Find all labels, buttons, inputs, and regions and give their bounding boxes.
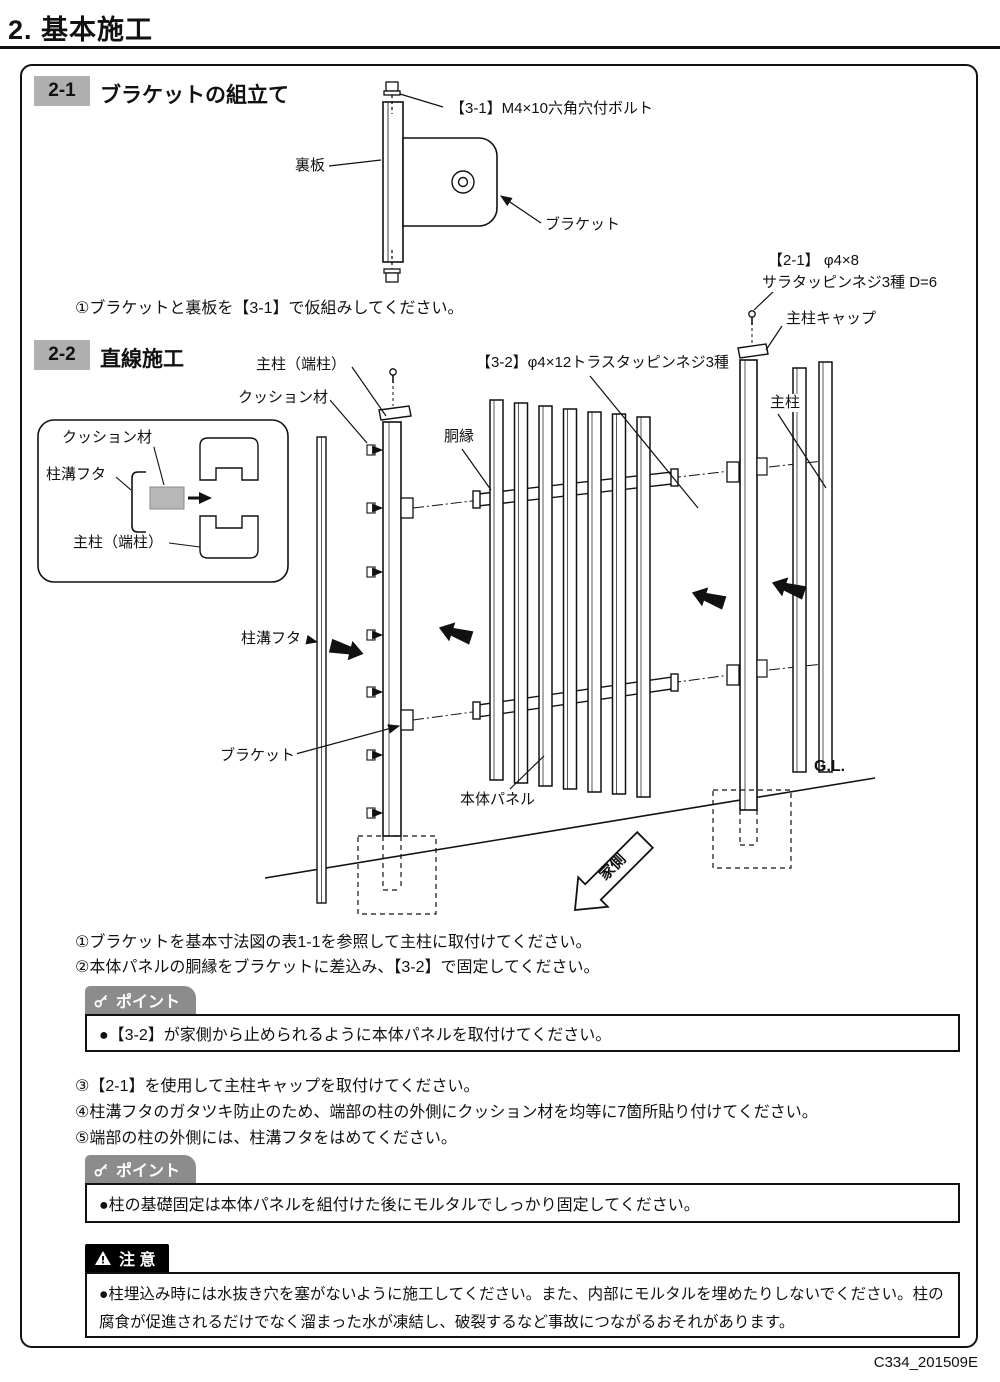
step-2-2-3: ③【2-1】を使用して主柱キャップを取付けてください。 (75, 1078, 480, 1095)
caution-box: ●柱埋込み時には水抜き穴を塞がないように施工してください。また、内部にモルタルを… (85, 1272, 960, 1338)
caution-label: 注 意 (119, 1252, 156, 1269)
assembly-arrows (328, 577, 807, 661)
point-1-text: ●【3-2】が家側から止められるように本体パネルを取付けてください。 (99, 1027, 612, 1044)
post-profile-bottom (199, 515, 259, 559)
cushion-pieces (366, 444, 384, 819)
groove-cover-profile (131, 471, 146, 533)
end-post (378, 368, 414, 837)
label-rail: 胴縁 (442, 428, 477, 446)
section-2-2-title: 直線施工 (100, 348, 184, 371)
label-inset-cushion: クッション材 (60, 429, 155, 447)
warning-icon (94, 1250, 112, 1266)
post-profile-top (199, 437, 259, 481)
point-tab-2: ポイント (85, 1155, 197, 1183)
label-inset-groove-cover: 柱溝フタ (44, 466, 109, 484)
label-main-post: 主柱 (768, 394, 803, 412)
point-tab-1: ポイント (85, 986, 197, 1014)
panel-slats (489, 399, 651, 798)
caution-text: ●柱埋込み時には水抜き穴を塞がないように施工してください。また、内部にモルタルを… (99, 1286, 944, 1331)
label-screw-2-1-line2: サラタッピンネジ3種 D=6 (760, 274, 940, 292)
label-panel: 本体パネル (458, 791, 538, 809)
straight-installation-diagram (37, 289, 876, 915)
label-ground-level: G.L. (814, 758, 846, 775)
point-box-2: ●柱の基礎固定は本体パネルを組付けた後にモルタルでしっかり固定してください。 (85, 1183, 960, 1223)
label-bolt-3-1: 【3-1】M4×10六角穴付ボルト (448, 100, 655, 118)
hex-bolt-top (383, 81, 401, 114)
label-bracket-2: ブラケット (218, 747, 298, 765)
cushion-block (149, 486, 185, 510)
step-2-2-2: ②本体パネルの胴縁をブラケットに差込み、【3-2】で固定してください。 (75, 959, 600, 976)
content-border-box (20, 64, 978, 1348)
step-2-1-1: ①ブラケットと裏板を【3-1】で仮組みしてください。 (75, 300, 464, 317)
main-post (726, 310, 769, 811)
label-groove-cover: 柱溝フタ (239, 630, 304, 648)
label-screw-2-1-line1: 【2-1】 φ4×8 (766, 252, 862, 270)
section-2-2-badge: 2-2 (34, 340, 90, 370)
back-plate (382, 101, 404, 263)
footer-code: C334_201509E (873, 1354, 978, 1371)
bracket-assembly-diagram (328, 81, 542, 283)
hex-bolt-bottom (383, 250, 401, 283)
point-1-label: ポイント (116, 994, 181, 1011)
leader-lines-2 (291, 289, 827, 790)
label-cushion: クッション材 (236, 389, 331, 407)
end-post-footing (357, 835, 437, 915)
label-end-post: 主柱（端柱） (254, 356, 349, 374)
label-backplate: 裏板 (293, 157, 328, 175)
step-2-2-4: ④柱溝フタのガタツキ防止のため、端部の柱の外側にクッション材を均等に7箇所貼り付… (75, 1104, 818, 1121)
section-2-1-badge: 2-1 (34, 76, 90, 106)
step-2-2-5: ⑤端部の柱の外側には、柱溝フタをはめてください。 (75, 1130, 457, 1147)
label-screw-3-2: 【3-2】φ4×12トラスタッピンネジ3種 (474, 354, 731, 372)
label-post-cap: 主柱キャップ (784, 310, 879, 328)
key-icon (94, 993, 109, 1008)
caution-tab: 注 意 (85, 1244, 170, 1272)
leader-lines (328, 93, 542, 224)
point-box-1: ●【3-2】が家側から止められるように本体パネルを取付けてください。 (85, 1014, 960, 1052)
ground-line (264, 777, 876, 879)
point-2-label: ポイント (116, 1163, 181, 1180)
label-inset-end-post: 主柱（端柱） (71, 534, 166, 552)
label-bracket-1: ブラケット (543, 216, 623, 234)
point-2-text: ●柱の基礎固定は本体パネルを組付けた後にモルタルでしっかり固定してください。 (99, 1197, 700, 1214)
next-panel-posts (792, 361, 833, 773)
groove-cover-strip (316, 436, 327, 904)
section-2-1-title: ブラケットの組立て (100, 84, 289, 107)
main-post-footing (712, 789, 792, 869)
key-icon (94, 1162, 109, 1177)
bracket-body (402, 137, 498, 227)
step-2-2-1: ①ブラケットを基本寸法図の表1-1を参照して主柱に取付けてください。 (75, 934, 592, 951)
page-title: 2. 基本施工 (8, 15, 154, 45)
house-side-arrow (573, 830, 655, 912)
title-divider (0, 46, 1000, 49)
